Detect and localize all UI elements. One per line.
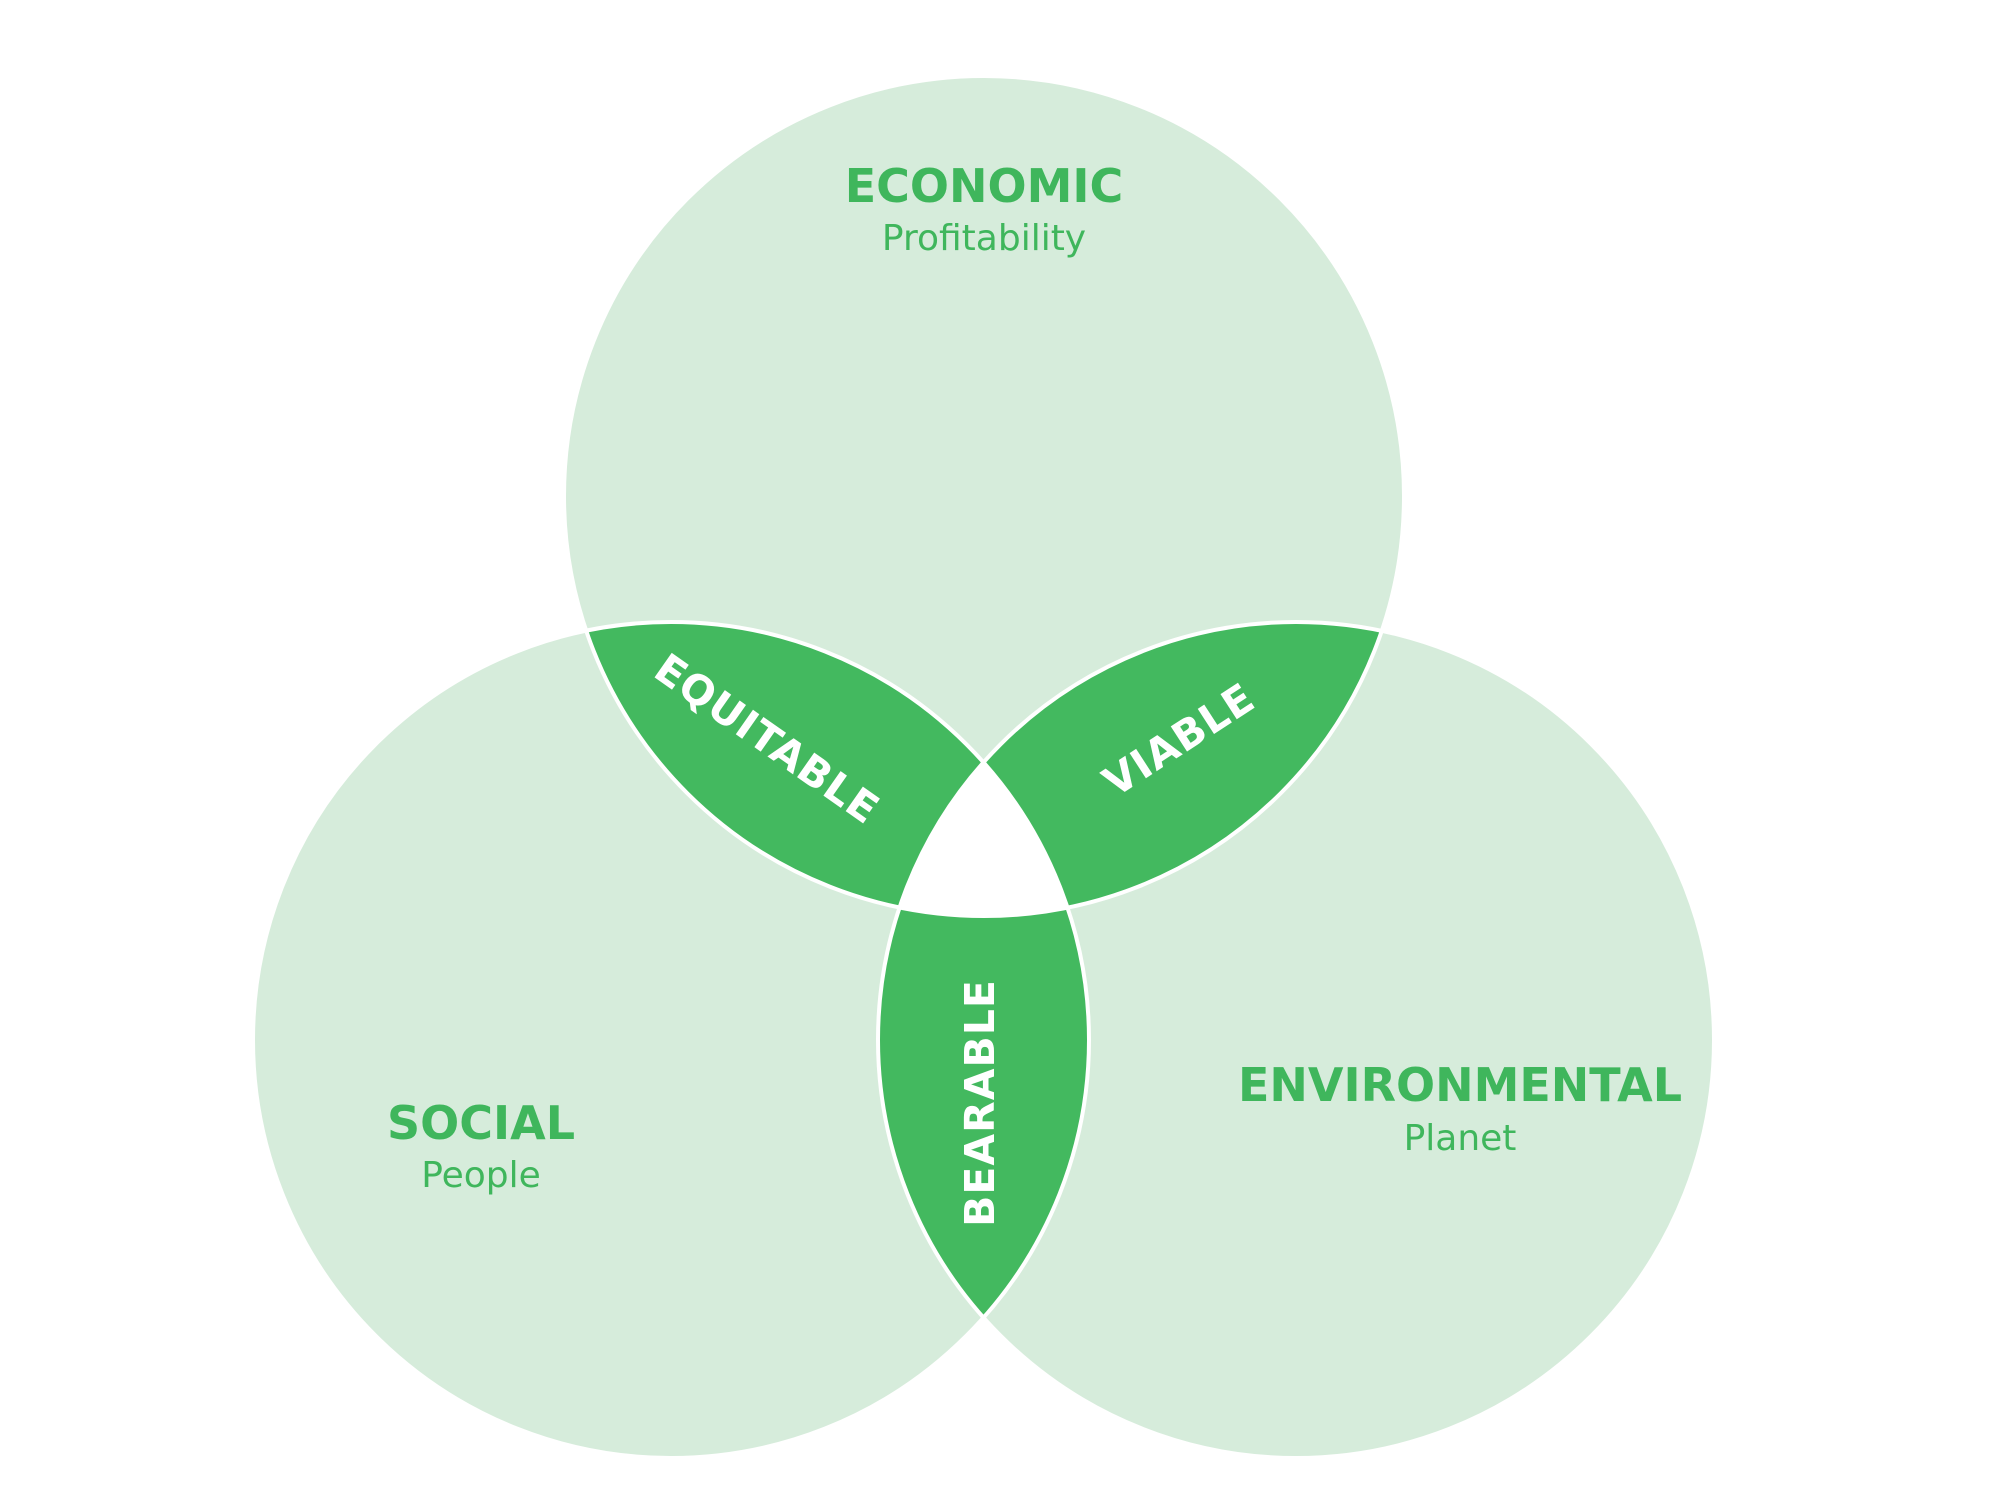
economic-title: ECONOMIC — [845, 159, 1124, 213]
social-subtitle: People — [421, 1155, 541, 1196]
viable-lens — [878, 622, 1404, 916]
social-outline — [251, 620, 1091, 1460]
social-title: SOCIAL — [387, 1096, 575, 1150]
economic-subtitle: Profitability — [882, 218, 1086, 259]
environmental-title: ENVIRONMENTAL — [1238, 1058, 1682, 1112]
equitable-lens — [564, 622, 1089, 916]
economic-outline — [562, 74, 1406, 918]
environmental-outline — [876, 620, 1716, 1460]
environmental-subtitle: Planet — [1404, 1118, 1517, 1159]
bearable-label: BEARABLE — [956, 979, 1004, 1227]
